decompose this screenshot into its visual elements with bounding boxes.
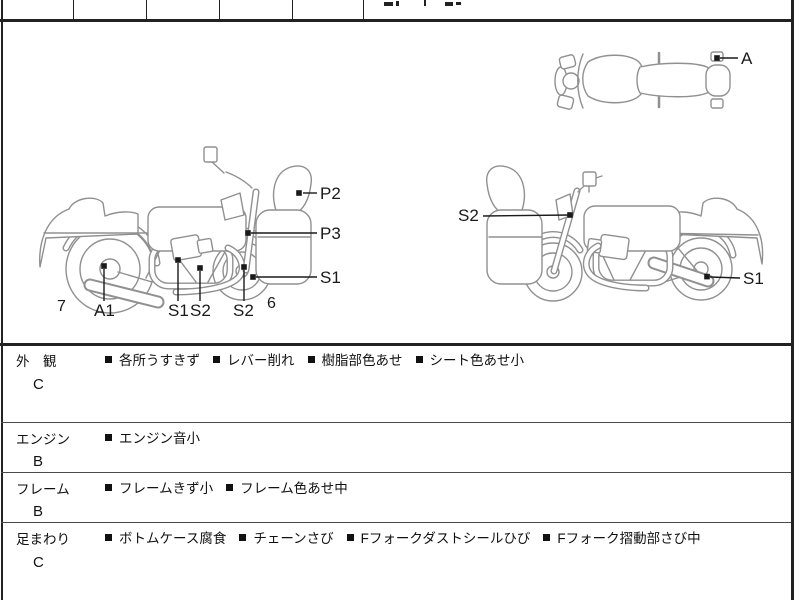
defect-item: 各所うすきず (105, 349, 200, 369)
marker-square-icon (175, 257, 181, 263)
category-label: 足まわり (16, 532, 70, 547)
marker-square-icon (296, 190, 302, 196)
marker-square-icon (567, 212, 573, 218)
defect-item: シート色あせ小 (415, 349, 524, 369)
bullet-square-icon (105, 355, 112, 363)
header-column-line (146, 0, 148, 19)
bullet-square-icon (105, 533, 112, 541)
grade-value: C (33, 554, 44, 571)
table-line-diagram-bottom (0, 343, 793, 346)
clipped-text-fragment (396, 1, 399, 6)
damage-code-7: 7 (57, 298, 66, 315)
defect-item: レバー削れ (213, 349, 295, 369)
marker-square-icon (241, 264, 247, 270)
defect-item: ボトムケース腐食 (105, 527, 226, 547)
bullet-square-icon (105, 483, 112, 491)
bullet-square-icon (213, 355, 220, 363)
bullet-square-icon (307, 355, 315, 363)
header-column-line (73, 0, 75, 19)
top-view-annotations: A (714, 49, 753, 68)
damage-code-s2-under: S2 (190, 301, 211, 320)
clipped-text-fragment (424, 0, 426, 6)
header-column-line (219, 0, 221, 19)
marker-square-icon (250, 274, 256, 280)
table-border-left (1, 0, 3, 600)
row-separator (1, 522, 791, 524)
grade-value: C (33, 376, 44, 393)
bullet-square-icon (543, 533, 551, 541)
defect-item: エンジン音小 (105, 427, 200, 447)
damage-code-s1-front: S1 (320, 268, 341, 287)
damage-code-p2: P2 (320, 184, 341, 203)
header-column-line (363, 0, 365, 19)
row-separator (1, 472, 791, 474)
motorcycle-side-view-left (39, 146, 312, 314)
clipped-text-fragment (445, 2, 453, 6)
defect-item: Fフォーク摺動部さび中 (543, 527, 701, 547)
damage-code-a: A (741, 49, 753, 68)
damage-code-p3: P3 (320, 224, 341, 243)
right-view-annotations: S2 S1 (458, 206, 764, 288)
category-label: 外 観 (16, 354, 57, 369)
bullet-square-icon (105, 433, 112, 441)
defect-item: Fフォークダストシールひび (346, 527, 530, 547)
clipped-text-fragment (456, 2, 461, 5)
category-label: フレーム (16, 482, 70, 497)
marker-square-icon (197, 265, 203, 271)
marker-square-icon (714, 55, 720, 61)
bullet-square-icon (346, 533, 354, 541)
marker-square-icon (101, 263, 107, 269)
damage-code-6: 6 (267, 295, 276, 312)
motorcycle-side-view-right (486, 165, 764, 302)
vehicle-diagram: A (39, 49, 764, 320)
damage-code-s1: S1 (743, 269, 764, 288)
bullet-square-icon (415, 355, 423, 363)
defect-item: フレーム色あせ中 (226, 477, 348, 497)
clipped-text-fragment (384, 2, 393, 6)
motorcycle-top-view (554, 51, 731, 110)
category-label: エンジン (16, 432, 70, 447)
defect-item: 樹脂部色あせ (307, 349, 403, 369)
marker-square-icon (245, 230, 251, 236)
left-view-annotations: P2 P3 S1 7 A1 S1 S2 S2 6 (57, 184, 341, 320)
row-separator (1, 422, 791, 424)
bullet-square-icon (226, 483, 234, 491)
grade-value: B (33, 453, 44, 470)
header-column-line (292, 0, 294, 19)
damage-code-s1-engine: S1 (168, 301, 189, 320)
grade-value: B (33, 503, 44, 520)
damage-code-s2: S2 (458, 206, 479, 225)
bullet-square-icon (239, 533, 247, 541)
table-line-header-bottom (0, 19, 793, 22)
marker-square-icon (704, 273, 710, 280)
damage-code-a1: A1 (94, 301, 115, 320)
defect-item: フレームきず小 (105, 477, 213, 497)
table-border-right (791, 0, 794, 600)
defect-item: チェーンさび (239, 527, 334, 547)
damage-code-s2-fork: S2 (233, 301, 254, 320)
